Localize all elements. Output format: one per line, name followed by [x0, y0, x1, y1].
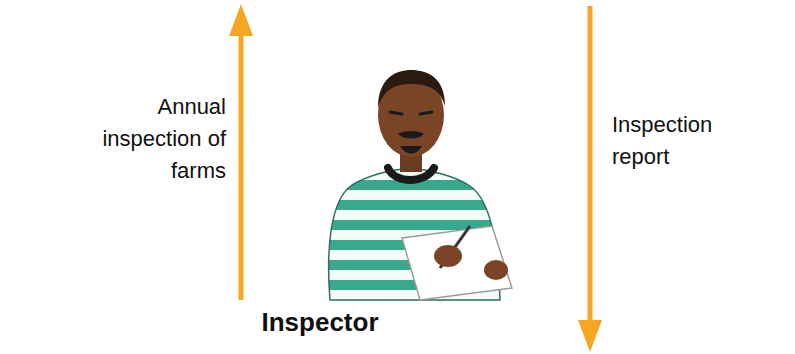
arrow-label: Inspection report	[612, 109, 762, 173]
down-arrow-head	[578, 320, 602, 352]
writing-hand	[434, 245, 462, 267]
mustache	[398, 131, 424, 139]
hair	[378, 70, 445, 108]
inspector-figure	[329, 70, 512, 300]
eyes	[390, 112, 432, 114]
down-arrow-shaft	[588, 6, 593, 325]
arrow-label: Annual inspection of farms	[86, 91, 226, 187]
paper	[402, 226, 512, 300]
up-arrow-shaft	[239, 30, 244, 300]
holding-hand	[484, 260, 508, 280]
up-arrow-head	[229, 4, 253, 36]
beard	[400, 146, 422, 154]
figure-caption: Inspector	[250, 306, 390, 338]
